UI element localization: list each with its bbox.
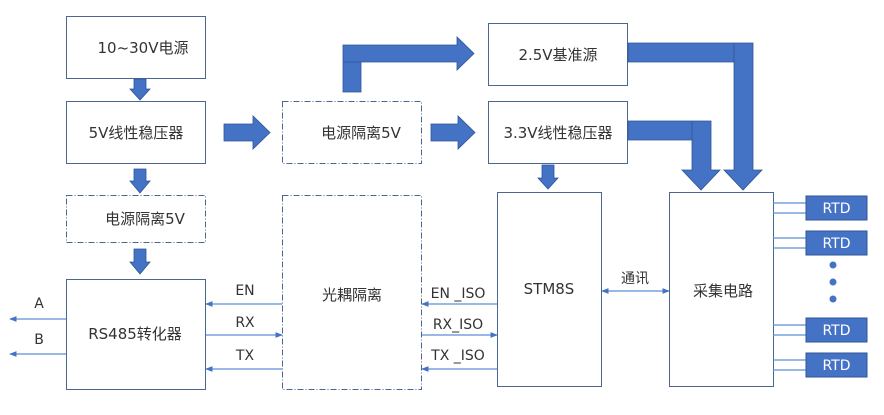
rtd-sensor-4: RTD [805, 352, 868, 378]
block-2v5-reference: 2.5V基准源 [488, 23, 628, 86]
signal-label-rx-iso: RX_ISO [433, 317, 483, 333]
block-mcu: STM8S [497, 192, 602, 387]
rtd-sensor-label: RTD [822, 236, 850, 252]
block-optocoupler-label: 光耦隔离 [322, 286, 382, 304]
power-arrow-mid-iso-to-3v3 [430, 115, 476, 150]
signal-label-rx: RX [235, 315, 255, 331]
power-arrow-3v3-to-mcu [537, 164, 559, 190]
block-2v5-reference-label: 2.5V基准源 [518, 46, 597, 64]
block-isolated-power-left: 电源隔离5V [66, 195, 206, 243]
block-power-input-label: 10~30V电源 [97, 39, 188, 57]
block-isolated-power-mid: 电源隔离5V [282, 101, 422, 164]
block-3v3-regulator-label: 3.3V线性稳压器 [503, 124, 612, 142]
power-arrow-5v-to-mid-iso [223, 115, 271, 150]
signal-label-comm: 通讯 [621, 271, 649, 287]
rtd-sensor-label: RTD [822, 323, 850, 339]
power-arrow-2v5-to-acquisition [627, 42, 763, 191]
signal-label-tx-iso: TX _ISO [430, 348, 485, 364]
signal-label-a: A [34, 296, 44, 312]
block-3v3-regulator: 3.3V线性稳压器 [488, 101, 628, 164]
signal-label-b: B [34, 332, 44, 348]
signal-label-en-iso: EN _ISO [431, 286, 486, 302]
block-5v-regulator: 5V线性稳压器 [66, 101, 206, 164]
rtd-sensor-label: RTD [822, 358, 850, 374]
rtd-sensor-2: RTD [805, 230, 868, 256]
block-isolated-power-left-label: 电源隔离5V [105, 210, 186, 228]
ellipsis-dot [829, 295, 837, 303]
block-power-input: 10~30V电源 [66, 16, 206, 79]
block-acquisition-label: 采集电路 [693, 282, 753, 300]
power-arrow-mid-iso-to-2v5 [342, 36, 475, 93]
signal-label-tx: TX [235, 348, 255, 364]
block-rs485-converter-label: RS485转化器 [88, 325, 182, 343]
block-acquisition: 采集电路 [669, 192, 774, 387]
rtd-sensor-label: RTD [822, 201, 850, 217]
power-arrow-3v3-to-acquisition [627, 120, 721, 191]
ellipsis-dot [829, 261, 837, 269]
block-optocoupler: 光耦隔离 [282, 195, 422, 390]
block-isolated-power-mid-label: 电源隔离5V [321, 124, 402, 142]
rtd-sensor-3: RTD [805, 317, 868, 343]
block-5v-regulator-label: 5V线性稳压器 [89, 124, 184, 142]
block-rs485-converter: RS485转化器 [66, 279, 206, 390]
block-mcu-label: STM8S [524, 280, 575, 298]
power-arrow-left-iso-to-rs485 [129, 248, 151, 275]
power-arrow-input-to-5v [129, 78, 151, 101]
ellipsis-dot [829, 278, 837, 286]
rtd-ellipsis [829, 261, 837, 303]
rtd-sensor-1: RTD [805, 195, 868, 221]
signal-label-en: EN [235, 283, 254, 299]
power-arrow-5v-to-left-iso [129, 168, 151, 194]
